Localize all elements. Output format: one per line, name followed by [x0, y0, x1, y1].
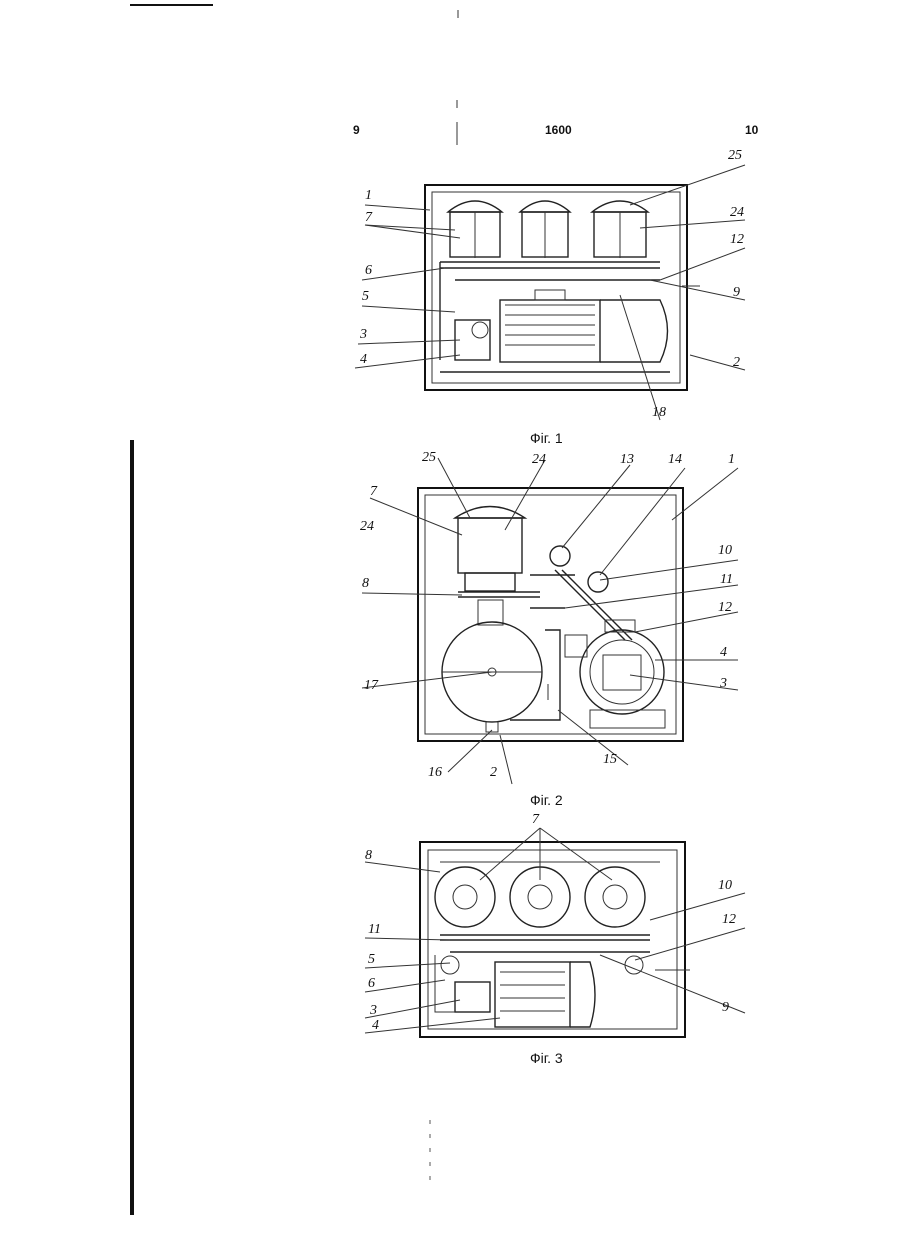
fig3-label: 4 — [372, 1018, 379, 1034]
fig3-label: 3 — [370, 1003, 377, 1019]
fig3-label: 6 — [368, 976, 375, 992]
fig3-label: 12 — [722, 912, 736, 928]
fig3-label: 11 — [368, 922, 381, 938]
fig3-label: 7 — [532, 812, 539, 828]
fig3-label: 10 — [718, 878, 732, 894]
fig3-label: 5 — [368, 952, 375, 968]
fig3-label: 9 — [722, 1000, 729, 1016]
fig3-label: 8 — [365, 848, 372, 864]
figure-3-caption: Фіг. 3 — [530, 1050, 563, 1066]
